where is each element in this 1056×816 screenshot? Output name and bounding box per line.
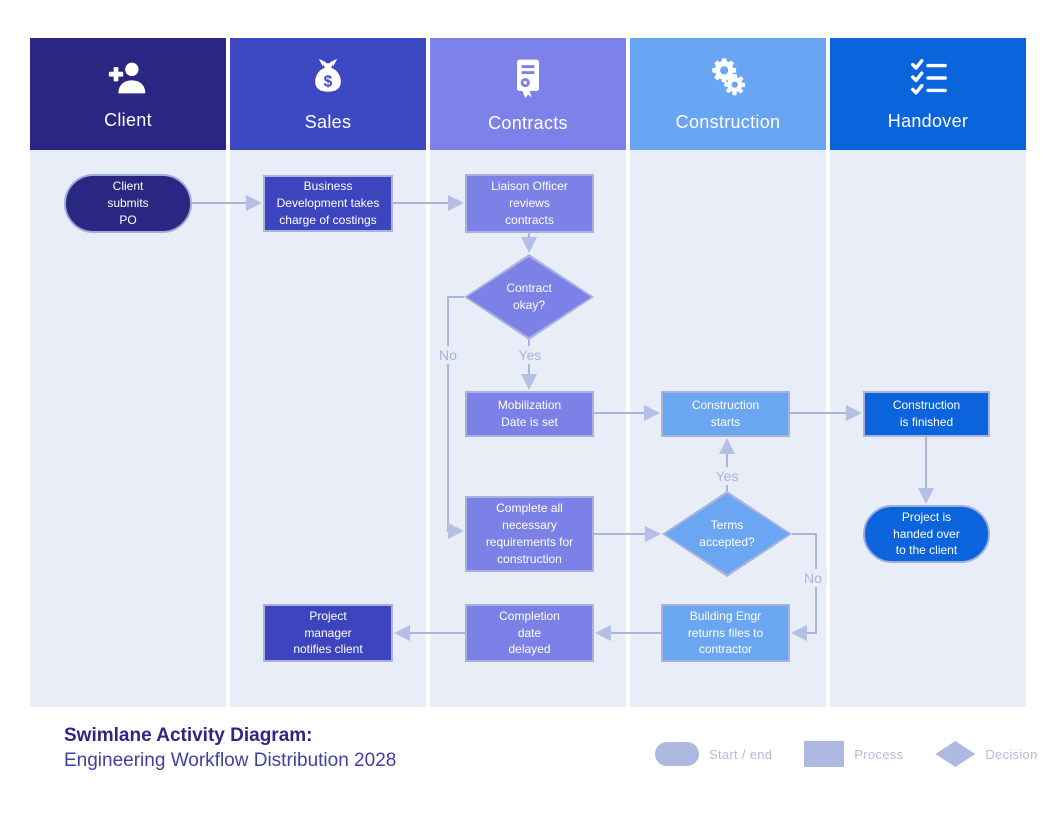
node-project-handed-over: Project is handed over to the client: [863, 505, 990, 563]
money-bag-icon: $: [306, 56, 350, 105]
edge-label-contract-no: No: [434, 346, 462, 364]
node-terms-accepted-decision: Terms accepted?: [662, 491, 792, 577]
lane-label: Construction: [675, 111, 781, 132]
gears-icon: [705, 56, 751, 105]
edge-label-terms-no: No: [799, 569, 827, 587]
node-project-manager-notifies: Project manager notifies client: [263, 604, 393, 662]
node-client-submits-po: Client submits PO: [64, 174, 192, 233]
node-building-engr-returns: Building Engr returns files to contracto…: [661, 604, 790, 662]
process-shape-icon: [804, 741, 845, 767]
node-construction-starts: Construction starts: [661, 391, 790, 437]
legend-label: Process: [854, 746, 904, 762]
edge-label-terms-yes: Yes: [710, 467, 744, 485]
diagram-canvas: Client $ Sales: [30, 38, 1026, 707]
lane-label: Sales: [304, 111, 352, 132]
legend-label: Decision: [985, 746, 1038, 762]
node-contract-okay-decision: Contract okay?: [464, 254, 594, 340]
svg-text:$: $: [324, 73, 333, 90]
edge-label-contract-yes: Yes: [513, 346, 547, 364]
lane-header-construction: Construction: [630, 38, 826, 150]
certificate-icon: [506, 55, 550, 106]
checklist-icon: [905, 57, 951, 104]
person-add-icon: [105, 58, 151, 103]
legend-item-start-end: Start / end: [655, 742, 772, 766]
legend-label: Start / end: [709, 746, 773, 762]
legend: Start / end Process Decision: [655, 741, 1038, 767]
diagram-title-block: Swimlane Activity Diagram: Engineering W…: [64, 725, 396, 772]
node-complete-requirements: Complete all necessary requirements for …: [465, 496, 594, 572]
legend-item-process: Process: [804, 741, 903, 767]
lane-label: Handover: [887, 110, 969, 131]
node-business-development: Business Development takes charge of cos…: [263, 175, 393, 232]
node-liaison-officer: Liaison Officer reviews contracts: [465, 174, 594, 233]
lane-header-handover: Handover: [830, 38, 1026, 150]
decision-shape-icon: [935, 741, 976, 767]
lane-label: Client: [104, 109, 152, 130]
lane-label: Contracts: [488, 112, 568, 133]
lane-header-client: Client: [30, 38, 226, 150]
diagram-subtitle: Engineering Workflow Distribution 2028: [64, 750, 397, 771]
diagram-title: Swimlane Activity Diagram:: [64, 725, 313, 746]
legend-item-decision: Decision: [935, 741, 1037, 767]
node-completion-delayed: Completion date delayed: [465, 604, 594, 662]
node-mobilization-date: Mobilization Date is set: [465, 391, 594, 437]
lane-body-client: [30, 150, 226, 707]
node-construction-finished: Construction is finished: [863, 391, 990, 437]
start-end-shape-icon: [655, 742, 699, 766]
lane-header-sales: $ Sales: [230, 38, 426, 150]
lane-header-contracts: Contracts: [430, 38, 626, 150]
